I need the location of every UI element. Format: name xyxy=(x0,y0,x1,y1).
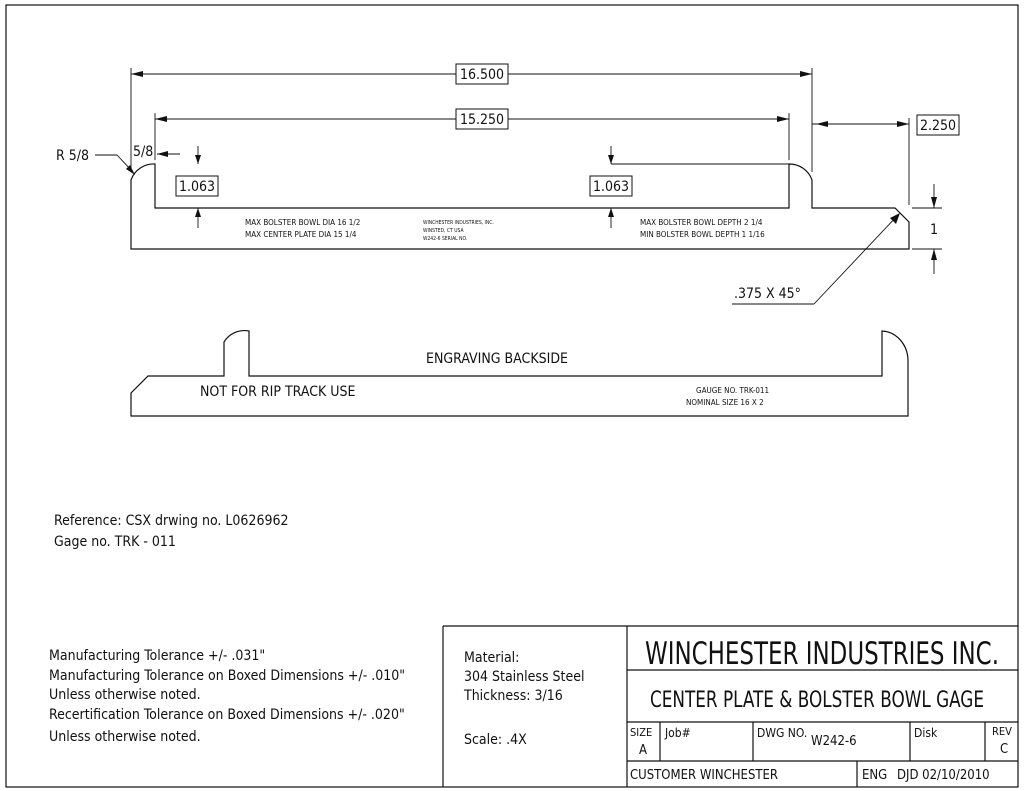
customer: CUSTOMER WINCHESTER xyxy=(630,768,778,783)
tolerance-notes: Manufacturing Tolerance +/- .031" Manufa… xyxy=(49,648,405,745)
disk-label: Disk xyxy=(914,726,938,740)
material-spec: 304 Stainless Steel xyxy=(464,669,584,685)
engraving-line: WINCHESTER INDUSTRIES, INC. xyxy=(423,220,494,226)
back-engraving-right-line: GAUGE NO. TRK-011 xyxy=(696,386,769,395)
dim-inner-length-label: 15.250 xyxy=(460,112,504,128)
dim-inner-length: 15.250 xyxy=(154,108,790,160)
rev-value: C xyxy=(1000,742,1008,757)
eng-label: ENG xyxy=(862,768,887,783)
dim-chamfer-label: .375 X 45° xyxy=(734,286,801,302)
reference-notes: Reference: CSX drwing no. L0626962 Gage … xyxy=(54,513,289,550)
engraving-line: W242-6 SERIAL NO. xyxy=(423,236,467,242)
dim-overall-length-label: 16.500 xyxy=(460,67,504,83)
job-label: Job# xyxy=(664,726,691,740)
material-label: Material: xyxy=(464,650,519,666)
dim-height: 1 xyxy=(912,184,942,274)
front-engraving-left: MAX BOLSTER BOWL DIA 16 1/2 MAX CENTER P… xyxy=(245,218,360,239)
eng-value: DJD 02/10/2010 xyxy=(897,768,990,783)
dwg-value: W242-6 xyxy=(811,734,857,749)
back-engraving-title: ENGRAVING BACKSIDE xyxy=(426,351,568,367)
dim-overall-length: 16.500 xyxy=(130,63,813,172)
dim-right-depth-label: 1.063 xyxy=(593,179,629,195)
tolerance-line: Recertification Tolerance on Boxed Dimen… xyxy=(49,707,405,723)
front-engraving-center: WINCHESTER INDUSTRIES, INC. WINSTED, CT … xyxy=(423,220,494,242)
tolerance-line: Unless otherwise noted. xyxy=(49,687,201,703)
front-view-part xyxy=(130,163,910,250)
title-block: Material: 304 Stainless Steel Thickness:… xyxy=(442,625,1018,787)
engraving-line: MAX CENTER PLATE DIA 15 1/4 xyxy=(245,230,357,239)
dim-chamfer-offset-label: 2.250 xyxy=(920,118,956,134)
engraving-line: WINSTED, CT USA xyxy=(423,228,464,234)
drawing-title: CENTER PLATE & BOLSTER BOWL GAGE xyxy=(650,688,984,713)
company-name: WINCHESTER INDUSTRIES INC. xyxy=(645,636,999,672)
engraving-line: MAX BOLSTER BOWL DEPTH 2 1/4 xyxy=(640,218,763,227)
material-scale: Scale: .4X xyxy=(464,732,527,748)
size-label: SIZE xyxy=(630,726,652,739)
back-engraving-right-line: NOMINAL SIZE 16 X 2 xyxy=(686,398,764,407)
size-value: A xyxy=(639,743,647,758)
material-thickness: Thickness: 3/16 xyxy=(463,688,563,704)
dim-left-depth-label: 1.063 xyxy=(179,179,215,195)
dim-height-label: 1 xyxy=(930,222,938,238)
dim-left-offset: 5/8 xyxy=(133,144,180,160)
reference-line: Reference: CSX drwing no. L0626962 xyxy=(54,513,289,529)
back-view-part: ENGRAVING BACKSIDE NOT FOR RIP TRACK USE… xyxy=(130,329,909,417)
tolerance-line: Manufacturing Tolerance on Boxed Dimensi… xyxy=(49,668,405,684)
front-engraving-right: MAX BOLSTER BOWL DEPTH 2 1/4 MIN BOLSTER… xyxy=(640,218,765,239)
drawing-border xyxy=(5,4,1019,788)
dim-chamfer-offset: 2.250 xyxy=(812,114,960,205)
engraving-line: MIN BOLSTER BOWL DEPTH 1 1/16 xyxy=(640,230,765,239)
dim-chamfer: .375 X 45° xyxy=(732,213,900,305)
rev-label: REV xyxy=(992,725,1012,738)
dim-left-radius: R 5/8 xyxy=(56,148,135,175)
dim-right-depth: 1.063 xyxy=(589,146,789,228)
tolerance-line: Manufacturing Tolerance +/- .031" xyxy=(49,648,265,664)
engraving-line: MAX BOLSTER BOWL DIA 16 1/2 xyxy=(245,218,360,227)
dim-left-offset-label: 5/8 xyxy=(133,144,153,160)
back-engraving-left: NOT FOR RIP TRACK USE xyxy=(200,384,355,400)
dwg-label: DWG NO. xyxy=(757,726,807,740)
dim-left-depth: 1.063 xyxy=(175,146,219,228)
reference-line: Gage no. TRK - 011 xyxy=(54,534,176,550)
tolerance-line: Unless otherwise noted. xyxy=(49,729,201,745)
dim-left-radius-label: R 5/8 xyxy=(56,148,89,164)
